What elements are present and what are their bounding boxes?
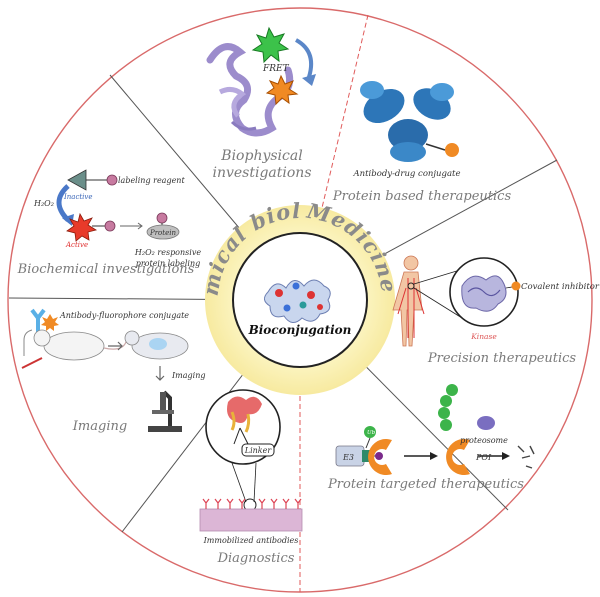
center-protein-icon (264, 279, 331, 323)
fret-protein-illustration (206, 26, 316, 137)
h2o2-label: H₂O₂ (33, 199, 54, 208)
protac-illustration (335, 384, 535, 475)
protein-labeling-label: protein labeling (136, 259, 201, 268)
antibody-fluorophore-icon (30, 308, 59, 332)
antibody-drug-conjugate-illustration (360, 81, 459, 162)
biochemical-label: Biochemical investigations (17, 262, 195, 277)
center-label: Bioconjugation (248, 323, 352, 337)
antibody-array-icon (202, 498, 302, 509)
drug-payload-icon (445, 143, 459, 157)
immobilized-label: Immobilized antibodies (203, 536, 299, 545)
ub-label: Ub (367, 430, 376, 436)
protein-label: Protein (149, 229, 176, 237)
proteosome-label: proteosome (460, 436, 508, 445)
proteasome-icon (477, 416, 495, 430)
precision-label: Precision therapeutics (427, 351, 577, 366)
biophysical-label-line2: investigations (212, 165, 311, 181)
labeling-reagent-inactive-icon (67, 169, 118, 191)
adc-label: Antibody-drug conjugate (353, 169, 461, 179)
labeling-reagent-active-icon (66, 212, 116, 242)
imaged-mouse-illustration (124, 330, 189, 360)
biophysical-label-line1: Biophysical (220, 148, 302, 164)
covalent-inhibitor-icon (511, 281, 521, 291)
inactive-label: Inactive (63, 193, 93, 201)
poi-label: POI (475, 453, 492, 462)
e3-label: E3 (342, 453, 354, 462)
protein-targeted-label: Protein targeted therapeutics (327, 477, 524, 492)
imaging-label: Imaging (72, 419, 127, 434)
diagnostics-label: Diagnostics (217, 551, 295, 566)
h2o2-responsive-label: H₂O₂ responsive (134, 248, 201, 257)
mouse-illustration (21, 329, 127, 369)
labeling-reagent-label: labeling reagent (118, 176, 185, 185)
orange-fluorophore-icon (265, 74, 299, 106)
protein-blob (146, 224, 180, 240)
kinase-structure-icon (461, 275, 507, 312)
green-fluorophore-icon (251, 26, 290, 64)
imaging-step-label: Imaging (171, 371, 205, 380)
kinase-label: Kinase (470, 332, 497, 341)
linker-label: Linker (244, 446, 273, 455)
covalent-inhibitor-label: Covalent inhibitor? (521, 282, 600, 292)
protein-based-label: Protein based therapeutics (332, 189, 512, 204)
active-label: Active (65, 241, 88, 249)
immobilized-antibody-surface (199, 508, 303, 532)
fret-arrow-icon (294, 38, 313, 81)
fret-label: FRET (262, 64, 290, 74)
afc-label: Antibody-fluorophore conjugate (59, 311, 189, 320)
antibody-linker-icon (227, 396, 262, 445)
human-anatomy-illustration (392, 255, 425, 347)
microscope-icon (148, 390, 182, 432)
